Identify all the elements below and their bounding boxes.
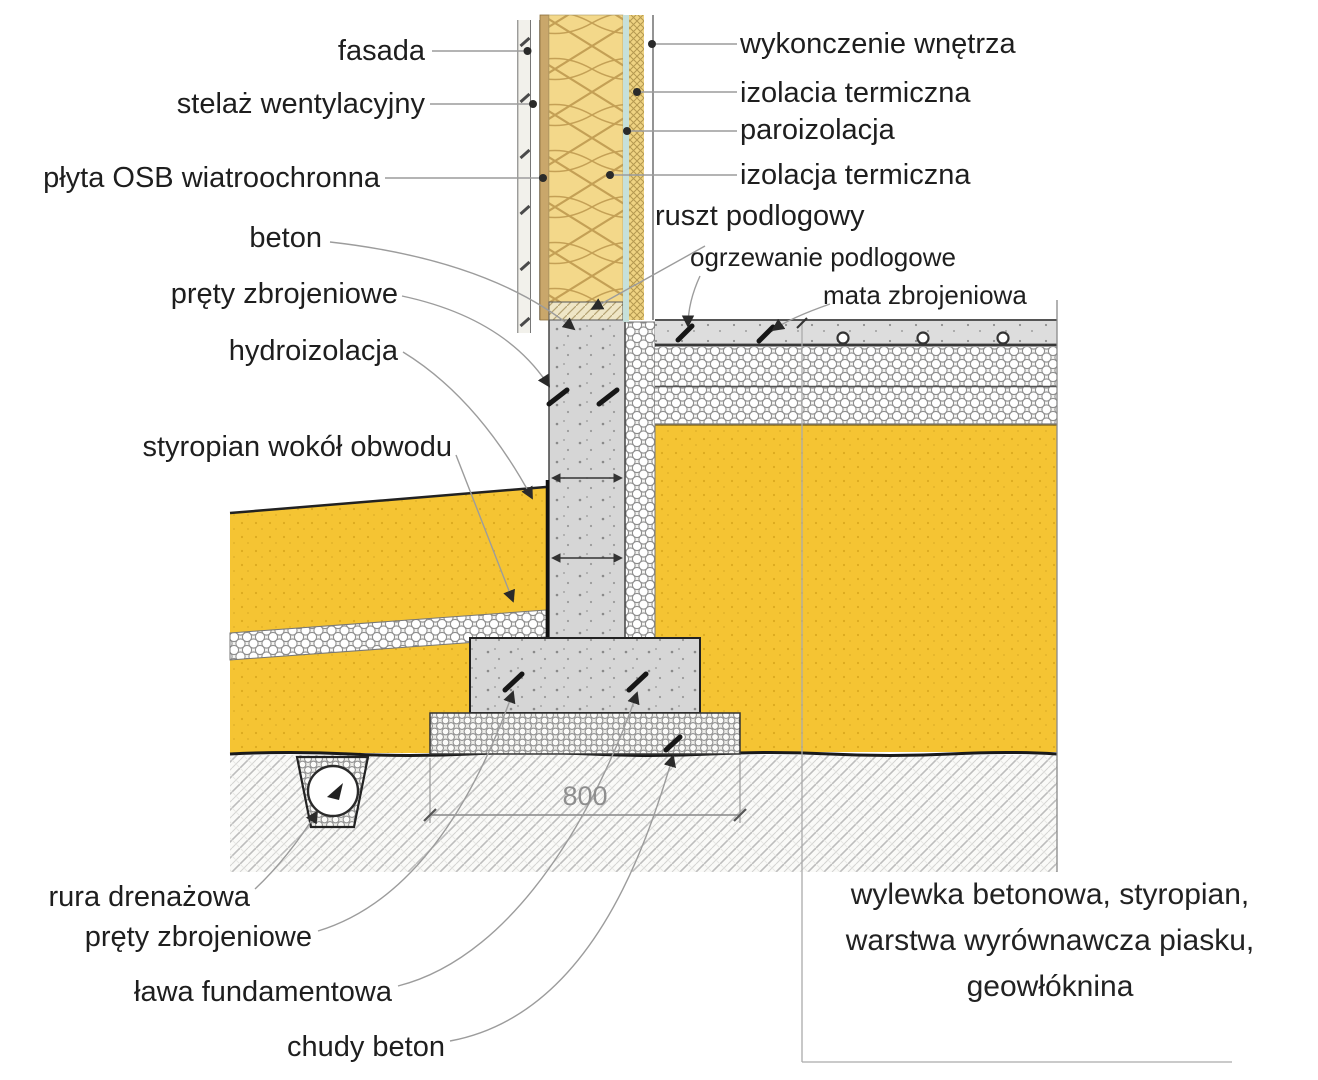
label-styropian-wokol-obwodu: styropian wokół obwodu [142, 431, 452, 463]
dimension-label-800: 800 [562, 781, 608, 811]
facade-layer [517, 20, 531, 333]
label-paroizolacja: paroizolacja [740, 114, 895, 146]
rebar-marks [502, 323, 776, 753]
leader-lines [254, 43, 831, 1042]
leader-dots [523, 40, 656, 182]
inner-insulation-layer [629, 15, 644, 320]
label-plyta-osb: płyta OSB wiatroochronna [43, 162, 380, 194]
footnote-line-1: wylewka betonowa, styropian, [850, 878, 1250, 911]
footnote-floor-layers: wylewka betonowa, styropian, warstwa wyr… [820, 872, 1280, 1010]
label-wykonczenie-wnetrza: wykonczenie wnętrza [740, 28, 1016, 60]
wall-assembly [517, 14, 654, 333]
footnote-line-2: warstwa wyrównawcza piasku, [845, 924, 1255, 957]
soil-hatch [229, 751, 1058, 872]
dimension-800 [423, 758, 747, 823]
footing [469, 637, 701, 714]
osb-layer [539, 14, 550, 321]
floor-screed [655, 320, 1057, 343]
heating-pipe [916, 331, 930, 345]
label-lawa-fundamentowa: ława fundamentowa [134, 976, 392, 1008]
label-izolacia-termiczna: izolacia termiczna [740, 77, 971, 109]
label-izolacja-termiczna: izolacja termiczna [740, 159, 971, 191]
footnote-line-3: geowłóknina [966, 970, 1134, 1003]
label-ruszt-podlogowy: ruszt podlogowy [655, 200, 865, 232]
terrain-sand [229, 424, 1057, 753]
heating-pipe [836, 331, 850, 345]
heating-pipe [996, 331, 1010, 345]
section-lines [796, 300, 1232, 1063]
label-beton: beton [249, 222, 322, 254]
footnote-bracket [801, 321, 1232, 1063]
lean-concrete [429, 712, 741, 755]
bottom-plate [548, 301, 624, 321]
label-prety-zbrojeniowe-footing: pręty zbrojeniowe [84, 921, 312, 953]
label-stelaz-wentylacyjny: stelaż wentylacyjny [176, 88, 425, 120]
drain-pipe-circle [306, 764, 360, 818]
perimeter-styrofoam [229, 321, 656, 661]
foundation [429, 317, 741, 755]
label-ogrzewanie-podlogowe: ogrzewanie podlogowe [690, 242, 956, 272]
vent-gap-layer [531, 20, 540, 320]
label-hydroizolacja: hydroizolacja [228, 335, 398, 367]
label-mata-zbrojeniowa: mata zbrojeniowa [823, 280, 1027, 310]
label-prety-zbrojeniowe-wall: pręty zbrojeniowe [170, 278, 398, 310]
label-chudy-beton: chudy beton [286, 1031, 445, 1063]
vapor-barrier-layer [623, 15, 629, 322]
interior-finish-layer [644, 15, 653, 320]
floor-assembly [655, 319, 1057, 425]
label-fasada: fasada [337, 35, 425, 67]
stud-insulation-layer [548, 14, 624, 303]
drainage-pipe [295, 755, 370, 829]
label-rura-drenazowa: rura drenażowa [48, 881, 251, 913]
